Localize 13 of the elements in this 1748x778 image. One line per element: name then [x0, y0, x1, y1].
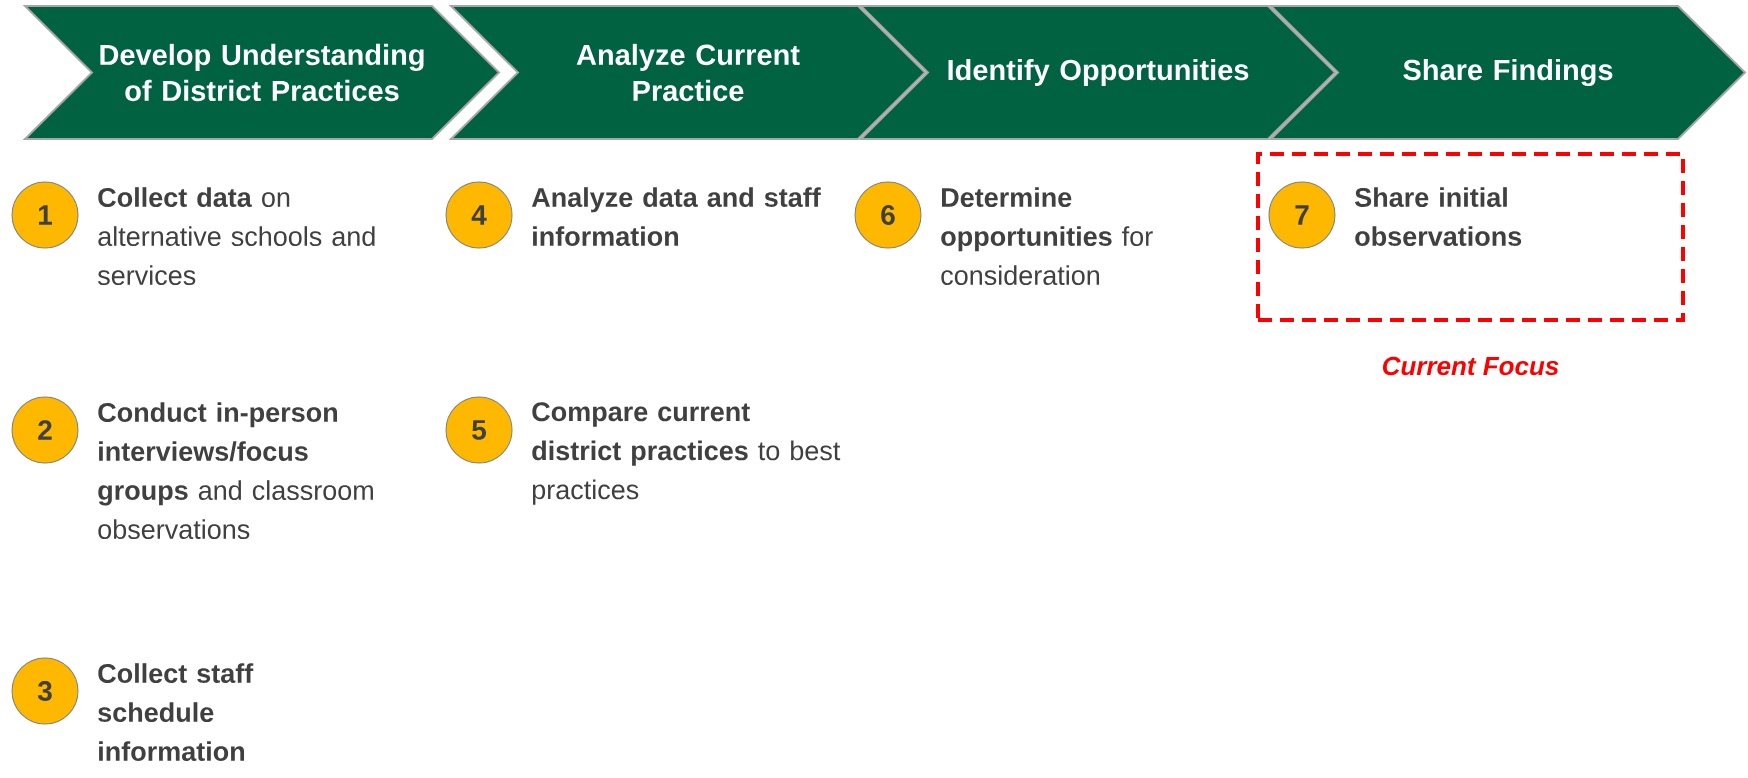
chevron-step: Analyze Current Practice	[448, 5, 927, 140]
node-label: Share Findings	[1403, 58, 1613, 87]
step-description: Share initial observations	[1355, 187, 1522, 247]
chevron-step: Develop Understanding of District Practices	[22, 5, 501, 140]
step-description: Analyze data and staff information	[531, 187, 821, 247]
step-description: Conduct in-person interviews/focus groups and classroom observations	[98, 402, 373, 540]
step-description: Compare current district practices to best practices	[532, 402, 841, 505]
step-description: Determine opportunities for consideration	[941, 187, 1153, 286]
step-description: Collect staff schedule information	[98, 663, 254, 761]
chevron-step: Identify Opportunities	[858, 5, 1337, 140]
chevron-step: Share Findings	[1268, 5, 1747, 140]
step-description: Collect data on alternative schools and services	[97, 187, 375, 286]
focus-caption: Current Focus	[1382, 356, 1559, 376]
